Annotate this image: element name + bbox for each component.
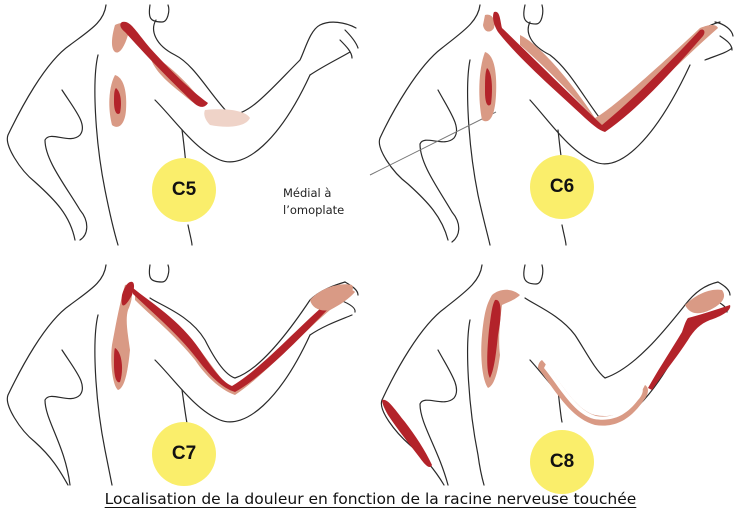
root-badge-c7: C7 [152, 422, 216, 486]
panel-c7: C7 [0, 260, 370, 505]
annotation-line-1: Médial à [283, 186, 332, 200]
annotation-leader-line [369, 111, 497, 176]
badge-label: C5 [171, 179, 197, 200]
body-outline-figure [6, 4, 359, 246]
root-badge-c8: C8 [530, 430, 594, 494]
root-badge-c5: C5 [152, 158, 216, 222]
badge-label: C7 [171, 443, 197, 464]
pain-zone [479, 11, 718, 133]
root-badge-c6: C6 [530, 155, 594, 219]
annotation-line-2: l’omoplate [283, 203, 345, 217]
panel-c8: C8 [370, 260, 740, 505]
panel-c6: C6 [369, 0, 740, 246]
pain-zone [111, 281, 355, 395]
body-outline-figure [380, 264, 731, 486]
badge-label: C6 [549, 176, 575, 197]
annotation-medial-scapula: Médial à l’omoplate [283, 185, 344, 219]
body-outline-figure [369, 4, 734, 246]
pain-zone [109, 21, 250, 127]
body-outline-figure [6, 264, 359, 486]
pain-zone [382, 289, 731, 468]
badge-label: C8 [549, 451, 575, 472]
figure-caption: Localisation de la douleur en fonction d… [104, 490, 637, 508]
panel-c5: C5 [0, 0, 370, 246]
